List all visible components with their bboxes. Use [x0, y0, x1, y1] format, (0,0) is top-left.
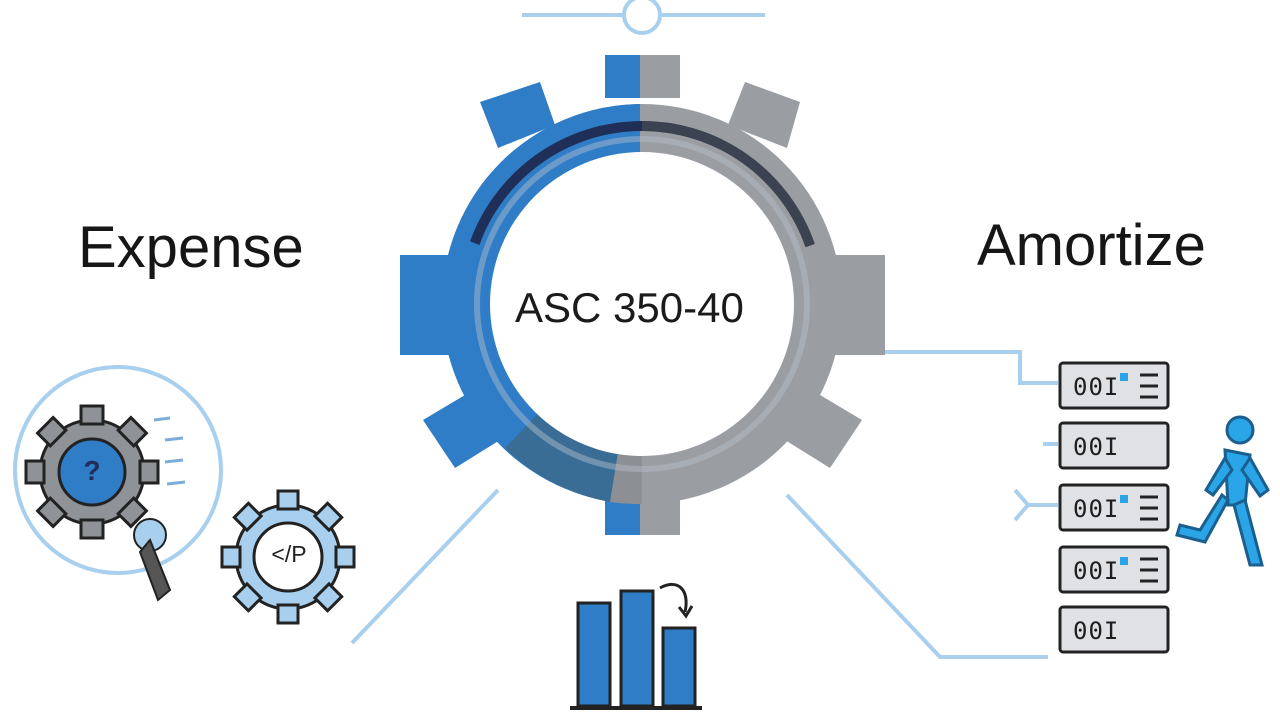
- code-gear-icon: [220, 489, 356, 625]
- help-question-glyph: ?: [83, 455, 101, 486]
- runner-icon: [1175, 415, 1270, 567]
- top-connector: [522, 0, 765, 35]
- connector-lines: [350, 350, 1058, 659]
- server-row-2-text: 00I: [1073, 433, 1120, 461]
- server-stack-icon: [1058, 361, 1170, 654]
- magnifier-hand-icon: [133, 518, 172, 602]
- expense-label: Expense: [78, 215, 304, 280]
- server-row-5-text: 00I: [1073, 617, 1120, 645]
- center-label: ASC 350-40: [515, 284, 744, 331]
- central-gear-icon: [400, 55, 885, 535]
- server-row-3-text: 00I: [1073, 495, 1120, 523]
- code-glyph: </P: [271, 541, 307, 567]
- server-row-1-text: 00I: [1073, 373, 1120, 401]
- bar-chart-icon: [570, 582, 702, 710]
- server-row-4-text: 00I: [1073, 557, 1120, 585]
- amortize-label: Amortize: [977, 213, 1206, 278]
- help-gear-icon: [13, 365, 223, 602]
